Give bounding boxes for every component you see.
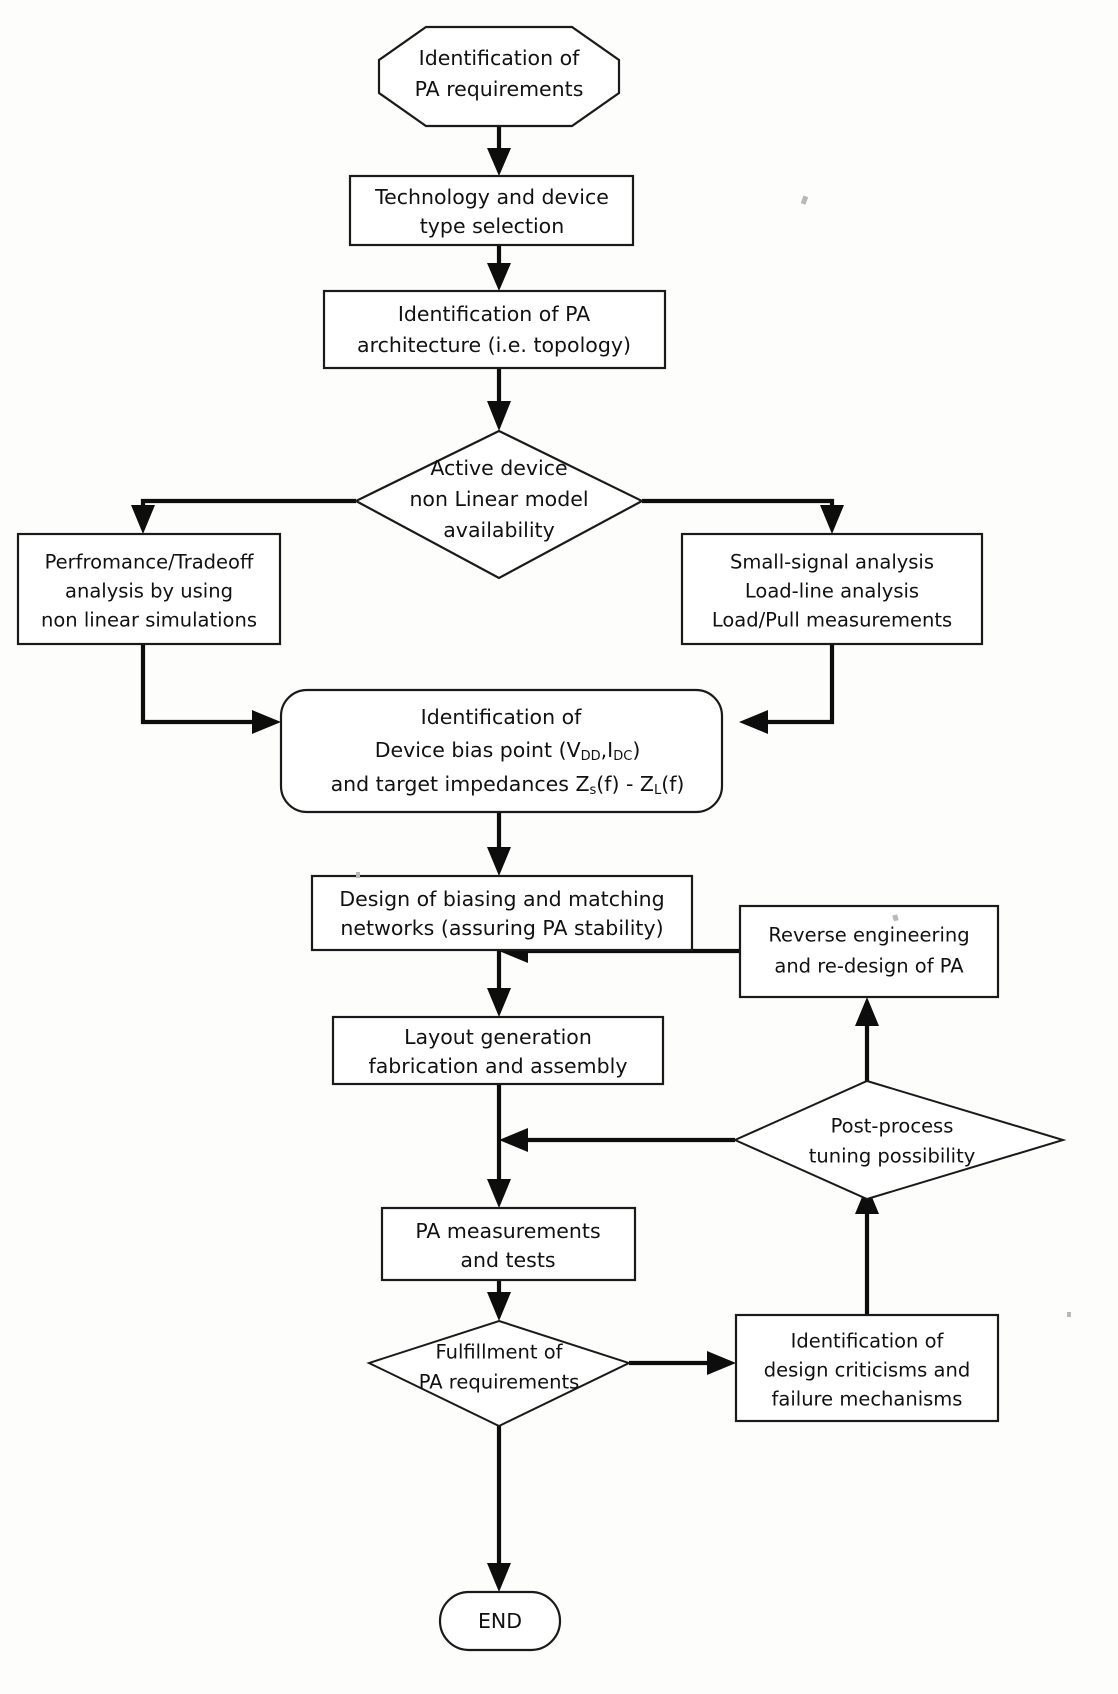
edge-technology-to-architecture <box>487 245 511 291</box>
node-biasing-line-1: Design of biasing and matching <box>339 887 664 911</box>
edge-smallsignal-to-bias-point <box>739 644 835 734</box>
node-criticisms-line-2: design criticisms and <box>764 1359 970 1382</box>
node-biasing-matching[interactable]: Design of biasing and matching networks … <box>310 874 694 952</box>
node-smallsignal-line-1: Small-signal analysis <box>730 551 934 574</box>
node-end-label: END <box>478 1609 522 1633</box>
node-architecture[interactable]: Identification of PA architecture (i.e. … <box>322 289 667 370</box>
node-bias-point-line-2: Device bias point (VDD,IDC) <box>329 738 673 764</box>
node-fulfillment[interactable]: Fulfillment of PA requirements <box>366 1319 632 1428</box>
node-post-process[interactable]: Post-process tuning possibility <box>732 1079 1067 1201</box>
edge-fulfillment-to-end <box>487 1426 511 1592</box>
edge-measurements-to-fulfillment <box>487 1280 511 1321</box>
node-architecture-line-2: architecture (i.e. topology) <box>357 333 631 357</box>
node-model-decision-line-2: non Linear model <box>409 487 588 511</box>
node-start-line-2: PA requirements <box>415 77 584 101</box>
node-criticisms-line-3: failure mechanisms <box>772 1388 963 1411</box>
node-criticisms-line-1: Identification of <box>791 1330 945 1353</box>
edge-postprocess-to-trunk <box>499 1128 735 1152</box>
node-architecture-line-1: Identification of PA <box>398 302 590 326</box>
node-technology-line-2: type selection <box>420 214 564 238</box>
node-postprocess-line-2: tuning possibility <box>809 1145 976 1168</box>
node-fulfillment-line-2: PA requirements <box>419 1371 580 1394</box>
node-layout-line-1: Layout generation <box>404 1025 592 1049</box>
node-measurements-line-1: PA measurements <box>415 1219 600 1243</box>
node-reverse-line-2: and re-design of PA <box>774 955 964 978</box>
node-nonlinear-line-2: analysis by using <box>65 580 233 603</box>
node-smallsignal-branch[interactable]: Small-signal analysis Load-line analysis… <box>680 532 984 646</box>
edge-nonlinear-to-bias-point <box>140 644 281 734</box>
node-end[interactable]: END <box>438 1590 562 1652</box>
edge-layer <box>131 116 879 1592</box>
node-postprocess-line-1: Post-process <box>831 1115 954 1138</box>
node-nonlinear-branch[interactable]: Perfromance/Tradeoff analysis by using n… <box>16 532 282 646</box>
node-smallsignal-line-2: Load-line analysis <box>745 580 919 603</box>
edge-bias-point-to-biasing <box>487 812 511 876</box>
scan-artifacts <box>356 195 1071 1317</box>
edge-decision-to-nonlinear <box>131 498 356 534</box>
node-start-line-1: Identification of <box>419 46 580 70</box>
node-model-decision-line-1: Active device <box>430 456 567 480</box>
node-biasing-line-2: networks (assuring PA stability) <box>340 916 663 940</box>
node-technology[interactable]: Technology and device type selection <box>348 174 635 247</box>
edge-criticisms-to-postprocess <box>855 1185 879 1315</box>
node-layout[interactable]: Layout generation fabrication and assemb… <box>331 1015 665 1086</box>
node-start[interactable]: Identification of PA requirements <box>377 25 621 128</box>
node-fulfillment-line-1: Fulfillment of <box>435 1341 563 1364</box>
node-criticisms[interactable]: Identification of design criticisms and … <box>734 1313 1000 1423</box>
node-smallsignal-line-3: Load/Pull measurements <box>712 609 952 632</box>
edge-layout-to-measurements <box>487 1084 511 1208</box>
node-measurements-line-2: and tests <box>460 1248 555 1272</box>
node-model-decision[interactable]: Active device non Linear model availabil… <box>353 429 645 580</box>
edge-decision-to-smallsignal <box>642 498 844 534</box>
edge-fulfillment-to-criticisms <box>629 1351 736 1375</box>
node-measurements[interactable]: PA measurements and tests <box>380 1206 637 1282</box>
node-reverse-line-1: Reverse engineering <box>768 924 969 947</box>
node-layout-line-2: fabrication and assembly <box>369 1054 628 1078</box>
node-reverse-engineering[interactable]: Reverse engineering and re-design of PA <box>738 904 1000 999</box>
edge-architecture-to-model-decision <box>487 368 511 431</box>
node-nonlinear-line-1: Perfromance/Tradeoff <box>45 551 254 574</box>
node-model-decision-line-3: availability <box>443 518 554 542</box>
node-technology-line-1: Technology and device <box>374 185 609 209</box>
node-nonlinear-line-3: non linear simulations <box>41 609 257 632</box>
node-bias-point-line-3: and target impedances Zs(f) - ZL(f) <box>285 772 717 798</box>
node-bias-point[interactable]: Identification of Device bias point (VDD… <box>279 688 724 814</box>
node-bias-point-line-1: Identification of <box>421 705 582 729</box>
